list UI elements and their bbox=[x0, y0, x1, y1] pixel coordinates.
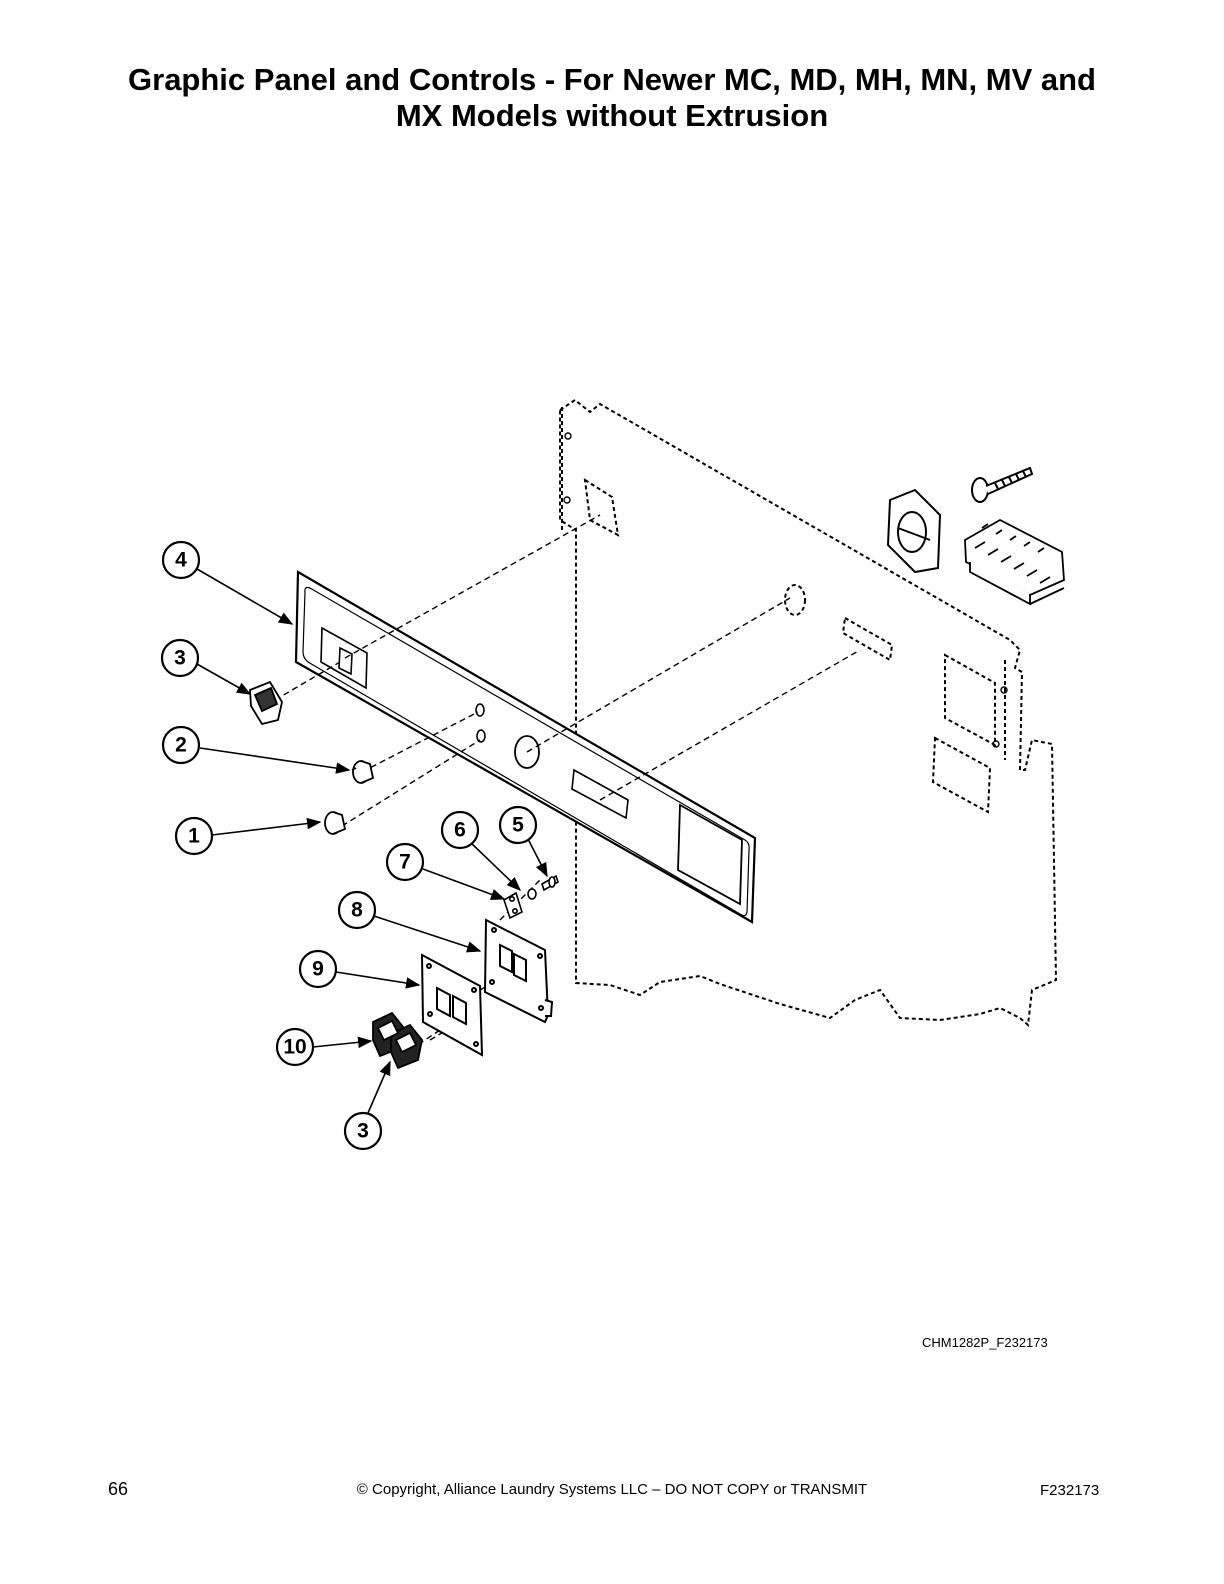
screw bbox=[541, 874, 559, 892]
cabinet-panel bbox=[559, 398, 1058, 1028]
drawing-id: CHM1282P_F232173 bbox=[922, 1335, 1048, 1350]
page-title: Graphic Panel and Controls - For Newer M… bbox=[62, 62, 1162, 134]
title-line-2: MX Models without Extrusion bbox=[395, 98, 829, 133]
callout-item-6: 6 bbox=[440, 810, 480, 850]
page-number: 66 bbox=[108, 1479, 129, 1499]
callout-item-3-upper: 3 bbox=[160, 638, 200, 678]
callout-item-4: 4 bbox=[161, 540, 201, 580]
callout-label: 6 bbox=[454, 819, 466, 842]
plug-button-1 bbox=[324, 811, 347, 835]
rocker-switch-upper bbox=[249, 680, 283, 726]
callout-label: 5 bbox=[512, 814, 524, 837]
callout-label: 7 bbox=[399, 851, 411, 874]
callout-item-3-lower: 3 bbox=[343, 1111, 383, 1151]
nut-plate bbox=[503, 891, 523, 920]
graphic-panel bbox=[294, 570, 757, 924]
callout-label: 3 bbox=[174, 647, 186, 670]
callout-label: 8 bbox=[351, 899, 363, 922]
callout-label: 10 bbox=[283, 1036, 306, 1059]
callout-item-9: 9 bbox=[298, 949, 338, 989]
callout-label: 9 bbox=[312, 958, 324, 981]
callout-item-8: 8 bbox=[337, 890, 377, 930]
knob-bezel bbox=[886, 488, 942, 574]
callout-item-1: 1 bbox=[174, 816, 214, 856]
callout-item-10: 10 bbox=[275, 1027, 315, 1067]
document-code: F232173 bbox=[1040, 1482, 1100, 1499]
title-line-1: Graphic Panel and Controls - For Newer M… bbox=[128, 62, 1096, 97]
callout-label: 1 bbox=[188, 825, 200, 848]
mounting-bracket bbox=[483, 918, 554, 1024]
callout-label: 4 bbox=[175, 549, 187, 572]
callout-item-7: 7 bbox=[385, 842, 425, 882]
callout-item-2: 2 bbox=[161, 725, 201, 765]
cabinet-screw-holes bbox=[563, 432, 1008, 748]
plug-button-2 bbox=[351, 760, 375, 784]
copyright-notice: © Copyright, Alliance Laundry Systems LL… bbox=[356, 1481, 868, 1498]
callout-item-5: 5 bbox=[498, 805, 538, 845]
terminal-block bbox=[964, 518, 1065, 606]
rocker-switch-lower bbox=[372, 1011, 423, 1070]
callout-label: 2 bbox=[175, 734, 187, 757]
knob-shaft bbox=[971, 466, 1034, 503]
leader-lines bbox=[196, 568, 548, 1114]
callout-label: 3 bbox=[357, 1120, 369, 1143]
switch-plate bbox=[420, 953, 484, 1057]
washer bbox=[527, 888, 537, 900]
